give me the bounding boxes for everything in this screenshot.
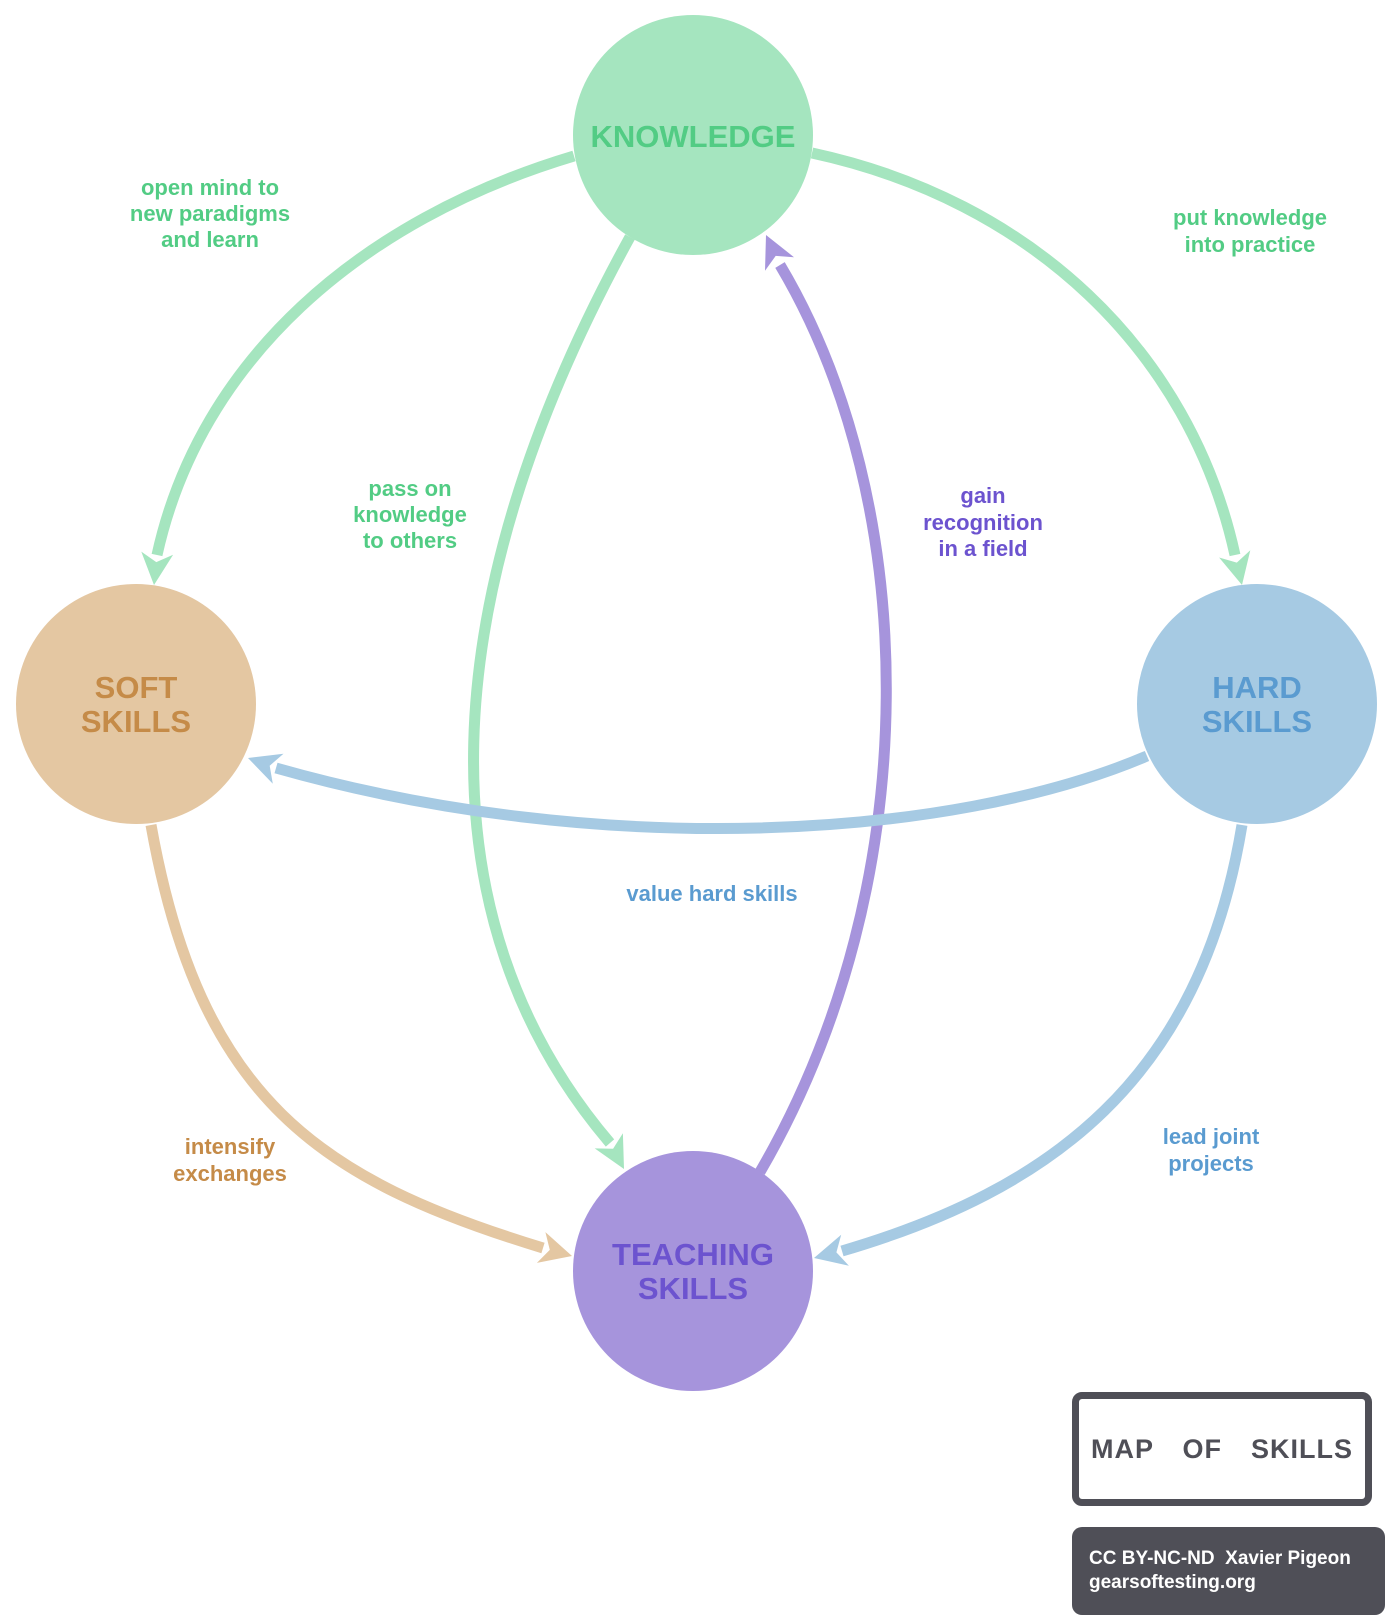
edge-knowledge-to-hard-skills-arrowhead (1219, 550, 1251, 585)
label-put-knowledge-line: put knowledge (1173, 205, 1327, 230)
edge-knowledge-to-soft-skills-line (151, 150, 576, 557)
edge-knowledge-to-teaching-skills-line (468, 234, 635, 1147)
edge-hard-to-soft-skills-line (274, 750, 1150, 835)
edge-hard-to-teaching-skills (814, 824, 1248, 1266)
label-lead-joint-line: projects (1168, 1151, 1254, 1176)
nodes-layer: KNOWLEDGESOFTSKILLSHARDSKILLSTEACHINGSKI… (16, 15, 1377, 1391)
label-value-hard-skills-line: value hard skills (626, 881, 797, 906)
map-title-box: MAP OF SKILLS (1072, 1392, 1372, 1506)
edge-teaching-to-knowledge-arrowhead (765, 235, 794, 271)
label-pass-on-line: knowledge (353, 502, 467, 527)
edge-knowledge-to-soft-skills-arrowhead (141, 551, 174, 585)
label-gain-recognition-line: gain (960, 483, 1005, 508)
label-intensify-line: intensify (185, 1134, 276, 1159)
hard-skills-node-circle (1137, 584, 1377, 824)
edge-knowledge-to-hard-skills-line (810, 147, 1241, 557)
edge-soft-to-teaching-skills-line (145, 824, 545, 1254)
knowledge-node-label: KNOWLEDGE (591, 119, 796, 154)
label-pass-on-line: to others (363, 528, 457, 553)
edge-soft-to-teaching-skills (145, 824, 572, 1263)
hard-skills-node-label: SKILLS (1202, 704, 1312, 739)
label-gain-recognition-line: recognition (923, 510, 1043, 535)
edge-hard-to-teaching-skills-line (840, 824, 1248, 1257)
label-put-knowledge-line: into practice (1185, 232, 1316, 257)
label-open-mind-line: and learn (161, 227, 259, 252)
teaching-skills-node-circle (573, 1151, 813, 1391)
edge-soft-to-teaching-skills-arrowhead (536, 1232, 572, 1263)
knowledge-node: KNOWLEDGE (573, 15, 813, 255)
edge-knowledge-to-hard-skills (810, 147, 1251, 585)
teaching-skills-node-label: TEACHING (612, 1237, 774, 1272)
edge-knowledge-to-teaching-skills (468, 234, 635, 1169)
edge-hard-to-soft-skills-arrowhead (248, 753, 284, 784)
label-open-mind-line: open mind to (141, 175, 279, 200)
credit-license: CC BY-NC-ND Xavier Pigeon (1089, 1548, 1351, 1569)
edge-hard-to-teaching-skills-arrowhead (814, 1234, 849, 1266)
soft-skills-node-label: SKILLS (81, 704, 191, 739)
edge-hard-to-soft-skills (248, 750, 1150, 835)
credit-website: gearsoftesting.org (1089, 1572, 1256, 1593)
edge-knowledge-to-soft-skills (141, 150, 576, 585)
label-intensify-line: exchanges (173, 1161, 287, 1186)
label-lead-joint-line: lead joint (1163, 1124, 1260, 1149)
edge-teaching-to-knowledge-line (755, 262, 892, 1175)
label-value-hard-skills: value hard skills (626, 881, 797, 906)
credit-box: CC BY-NC-ND Xavier Pigeon gearsoftesting… (1072, 1527, 1385, 1615)
soft-skills-node-label: SOFT (95, 670, 178, 705)
map-title: MAP OF SKILLS (1090, 1433, 1353, 1464)
label-pass-on-line: pass on (368, 476, 451, 501)
edge-knowledge-to-teaching-skills-arrowhead (594, 1133, 624, 1169)
knowledge-node-circle (573, 15, 813, 255)
teaching-skills-node-label: SKILLS (638, 1271, 748, 1306)
hard-skills-node-label: HARD (1212, 670, 1302, 705)
edge-teaching-to-knowledge (755, 235, 892, 1175)
label-open-mind-line: new paradigms (130, 201, 290, 226)
label-gain-recognition-line: in a field (938, 536, 1027, 561)
edges-layer (141, 147, 1251, 1266)
soft-skills-node-circle (16, 584, 256, 824)
